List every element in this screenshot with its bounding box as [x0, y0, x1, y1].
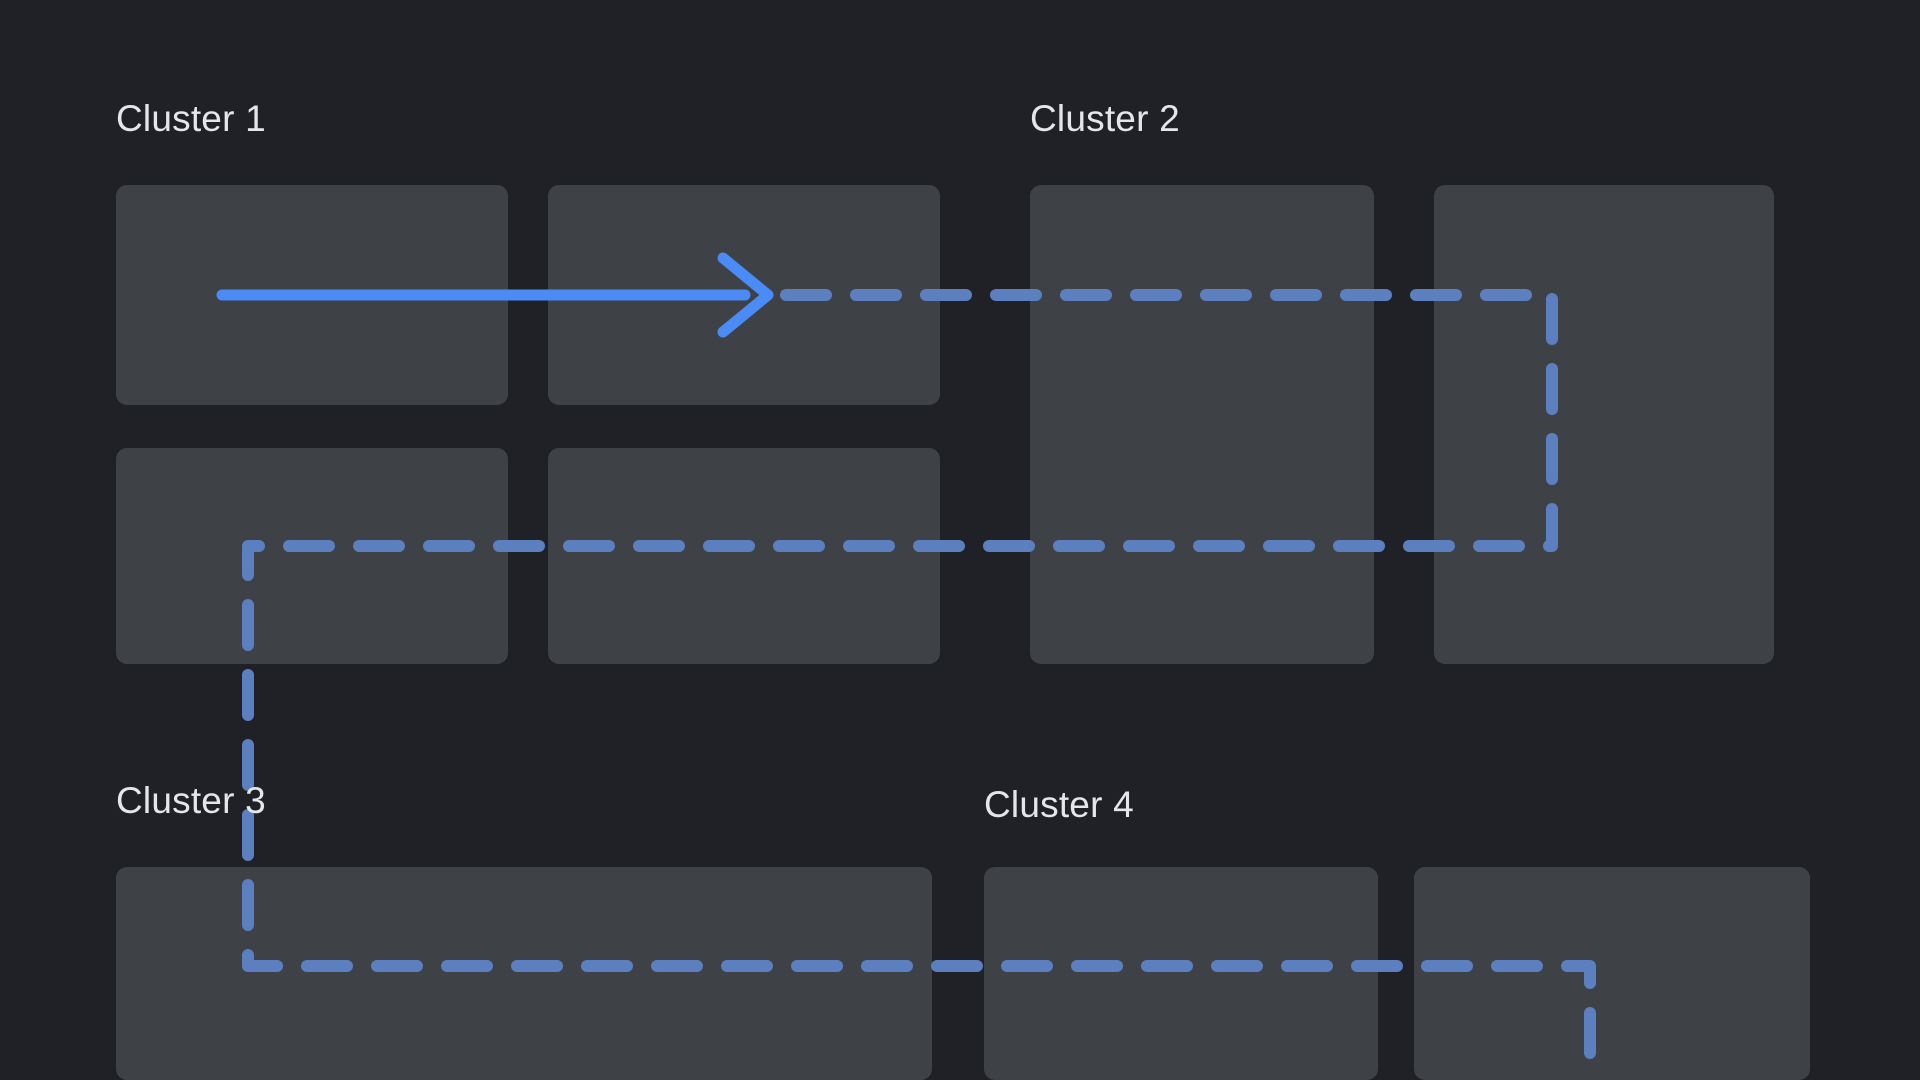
cluster-2-node-1[interactable] [1030, 185, 1374, 664]
cluster-3-node-1[interactable] [116, 867, 932, 1080]
cluster-2-label: Cluster 2 [1030, 98, 1180, 139]
cluster-1-node-2[interactable] [548, 185, 940, 405]
cluster-1-node-4[interactable] [548, 448, 940, 664]
cluster-1-label: Cluster 1 [116, 98, 266, 139]
cluster-4-node-1[interactable] [984, 867, 1378, 1080]
cluster-1-node-1[interactable] [116, 185, 508, 405]
cluster-4-label: Cluster 4 [984, 784, 1134, 825]
cluster-1-node-3[interactable] [116, 448, 508, 664]
cluster-2-node-2[interactable] [1434, 185, 1774, 664]
cluster-3-label: Cluster 3 [116, 780, 266, 821]
cluster-4-node-2[interactable] [1414, 867, 1810, 1080]
